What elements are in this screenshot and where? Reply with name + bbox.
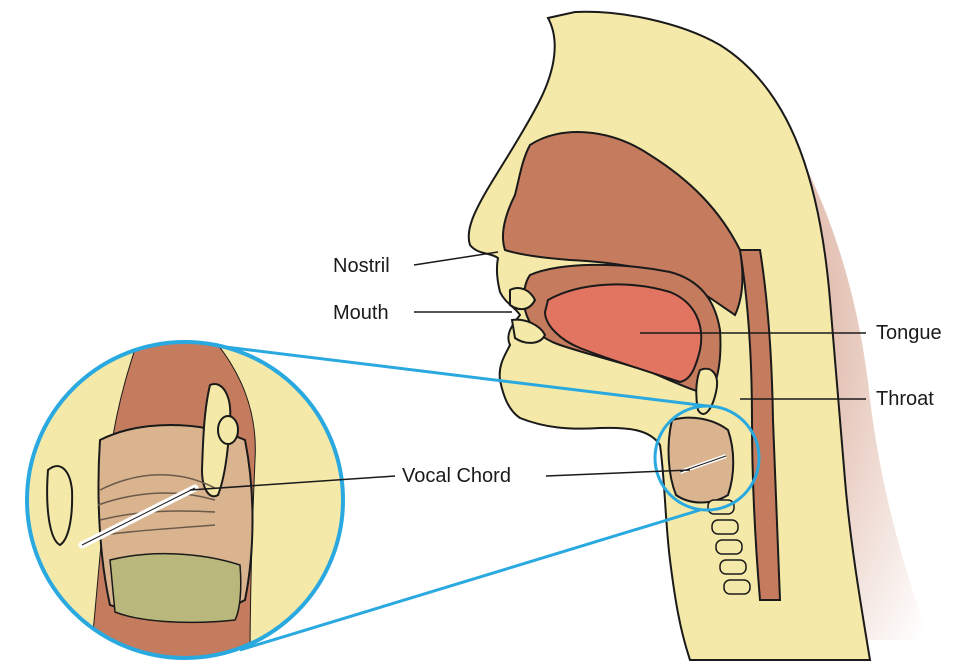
vocal-chord-label: Vocal Chord [402,464,511,488]
nostril-label: Nostril [333,254,390,278]
nostril-leader [414,252,498,265]
mouth-label: Mouth [333,301,389,325]
magnified-view [20,335,360,664]
throat-label: Throat [876,387,934,411]
tongue-label: Tongue [876,321,942,345]
larynx [669,418,734,503]
